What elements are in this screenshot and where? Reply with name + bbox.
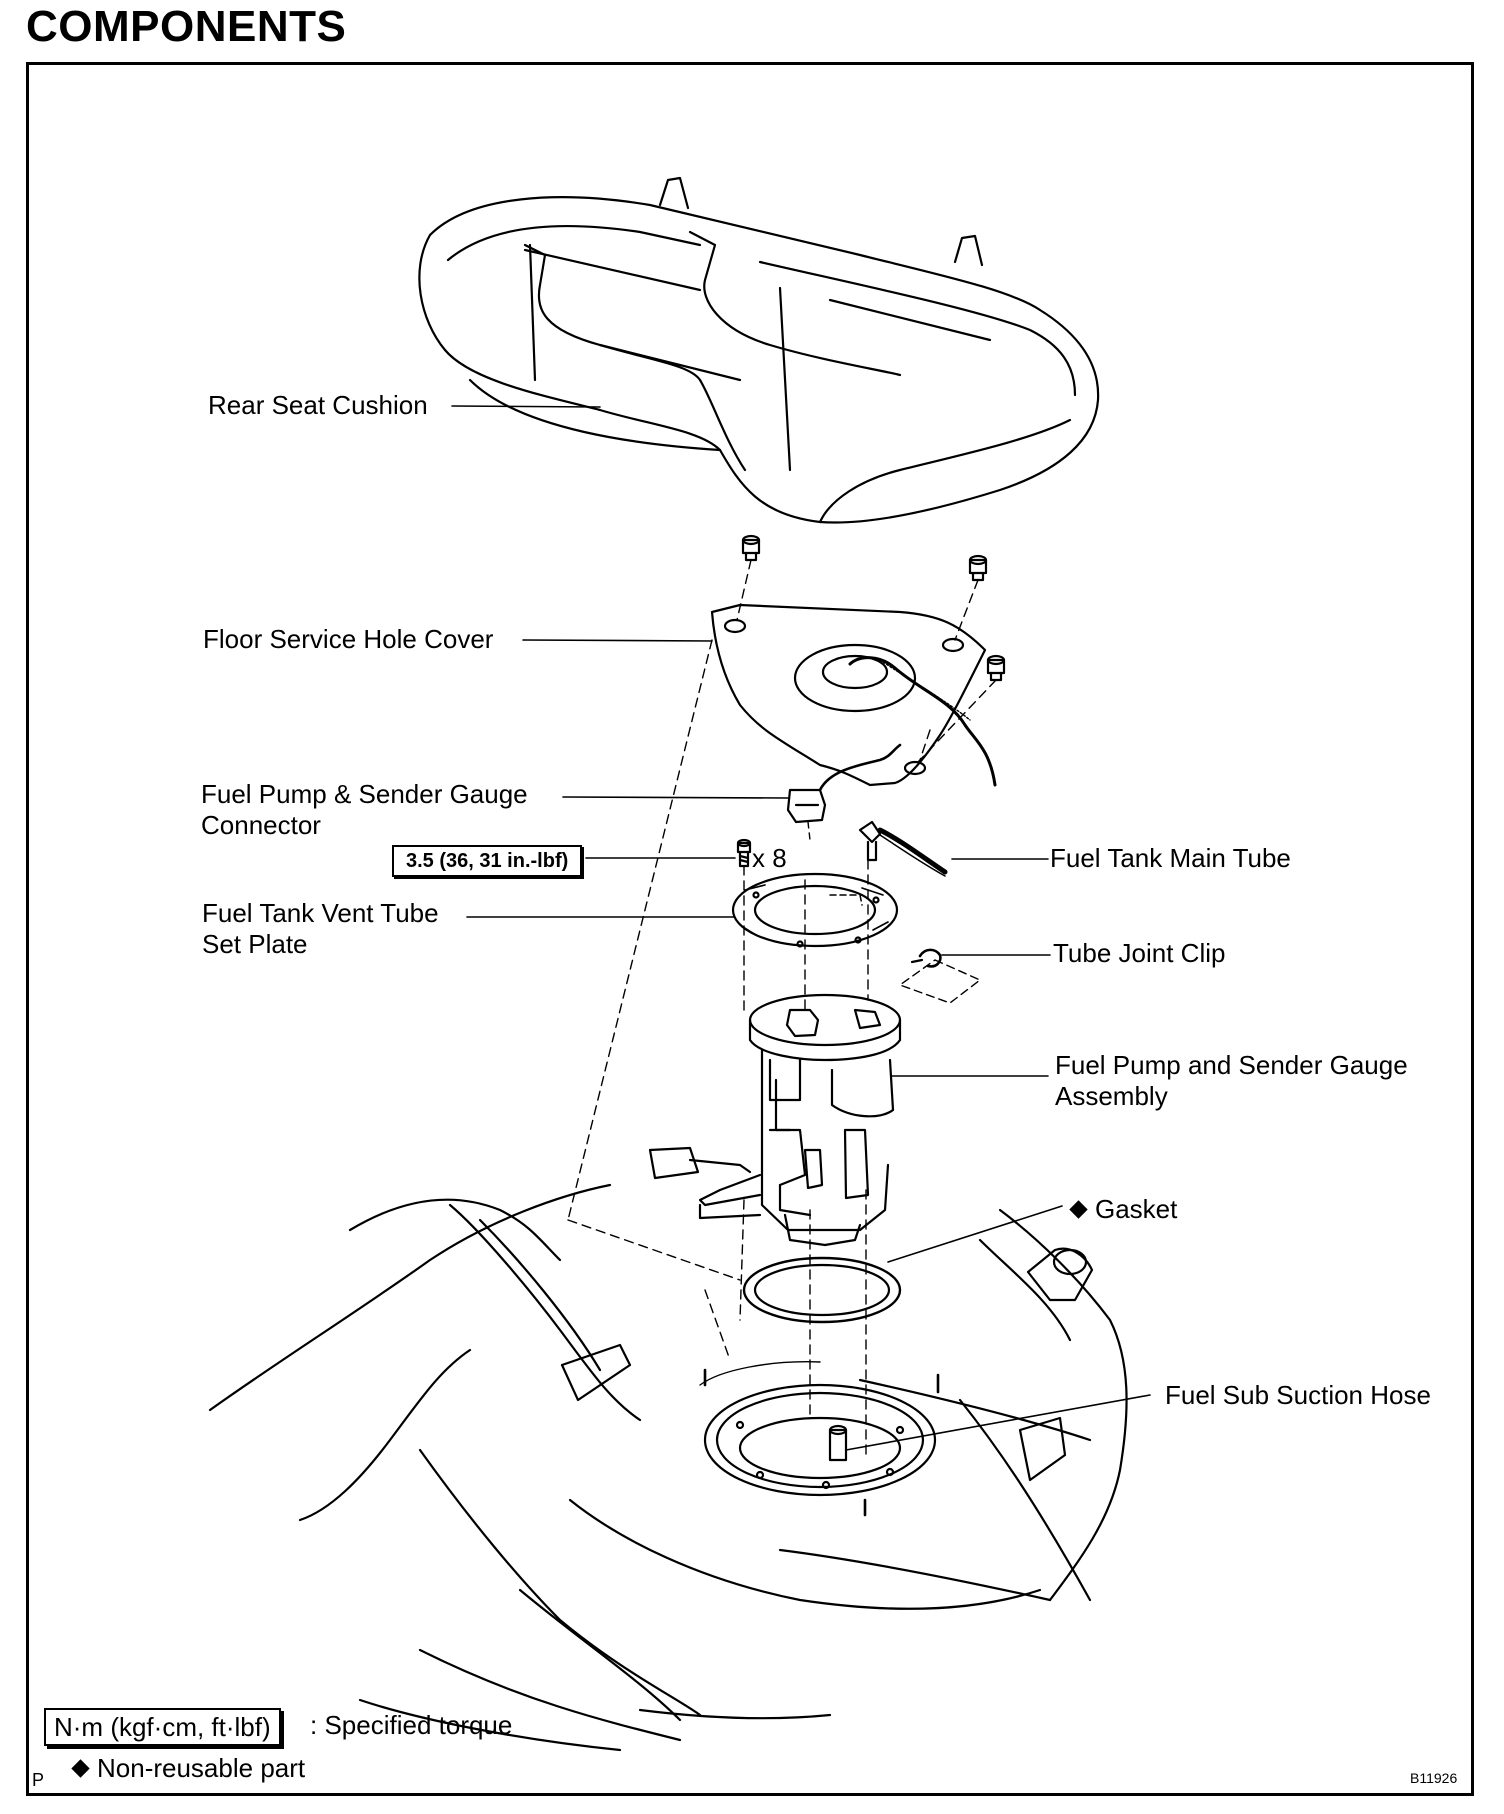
non-reusable-diamond-icon [1069, 1200, 1088, 1219]
label-gasket-text: Gasket [1095, 1194, 1178, 1224]
label-fuel-sub-suction-hose: Fuel Sub Suction Hose [1165, 1380, 1431, 1410]
leader-floor-service-hole-cover [522, 639, 713, 642]
legend-torque-text: : Specified torque [310, 1710, 513, 1740]
cover-bolt-2 [968, 554, 988, 582]
fuel-tank-vent-tube-set-plate-drawing [731, 872, 899, 948]
label-rear-seat-cushion: Rear Seat Cushion [208, 390, 428, 420]
fuel-tank-main-tube-drawing [858, 820, 948, 877]
label-set-plate-line2: Set Plate [202, 929, 308, 959]
leader-gasket [887, 1205, 1063, 1263]
label-connector-line2: Connector [201, 810, 321, 840]
floor-service-hole-cover-drawing [710, 603, 997, 787]
label-connector-line1: Fuel Pump & Sender Gauge [201, 779, 528, 809]
cover-bolt-3 [986, 654, 1006, 682]
diagram-frame [26, 62, 1474, 1796]
tube-joint-clip-drawing [899, 948, 981, 1004]
label-assembly-line1: Fuel Pump and Sender Gauge [1055, 1050, 1408, 1080]
label-set-plate-line1: Fuel Tank Vent Tube [202, 898, 439, 928]
gasket-drawing [742, 1256, 902, 1324]
label-fuel-tank-main-tube: Fuel Tank Main Tube [1050, 843, 1291, 873]
label-tube-joint-clip: Tube Joint Clip [1053, 938, 1226, 968]
rear-seat-cushion-drawing [418, 176, 1100, 524]
bolt-quantity: x 8 [752, 843, 787, 873]
legend-diamond-icon [71, 1759, 90, 1778]
page-mark: P [32, 1770, 45, 1790]
cover-bolt-1 [741, 534, 761, 562]
page-title: COMPONENTS [26, 2, 347, 51]
leader-connector [562, 796, 789, 799]
torque-spec-box: 3.5 (36, 31 in.-lbf) [392, 845, 583, 877]
fuel-tank-drawing [208, 1183, 1128, 1752]
leader-rear-seat-cushion [451, 405, 601, 408]
legend-nonreusable: Non-reusable part [71, 1751, 306, 1785]
figure-id: B11926 [1410, 1770, 1458, 1786]
label-assembly-line2: Assembly [1055, 1081, 1168, 1111]
fuel-pump-sender-gauge-assembly-drawing [648, 993, 902, 1247]
sender-gauge-connector-drawing [786, 743, 902, 841]
label-gasket: Gasket [1069, 1194, 1178, 1225]
leader-sub-suction-hose [845, 1394, 1151, 1451]
assembly-guides [704, 859, 869, 1461]
set-plate-bolt [736, 838, 752, 868]
legend-torque-unit-box: N·m (kgf·cm, ft·lbf) [44, 1708, 281, 1746]
legend-nonreusable-text: Non-reusable part [97, 1753, 306, 1783]
label-floor-service-hole-cover: Floor Service Hole Cover [203, 624, 494, 654]
cover-bolt-guides [567, 559, 997, 1281]
